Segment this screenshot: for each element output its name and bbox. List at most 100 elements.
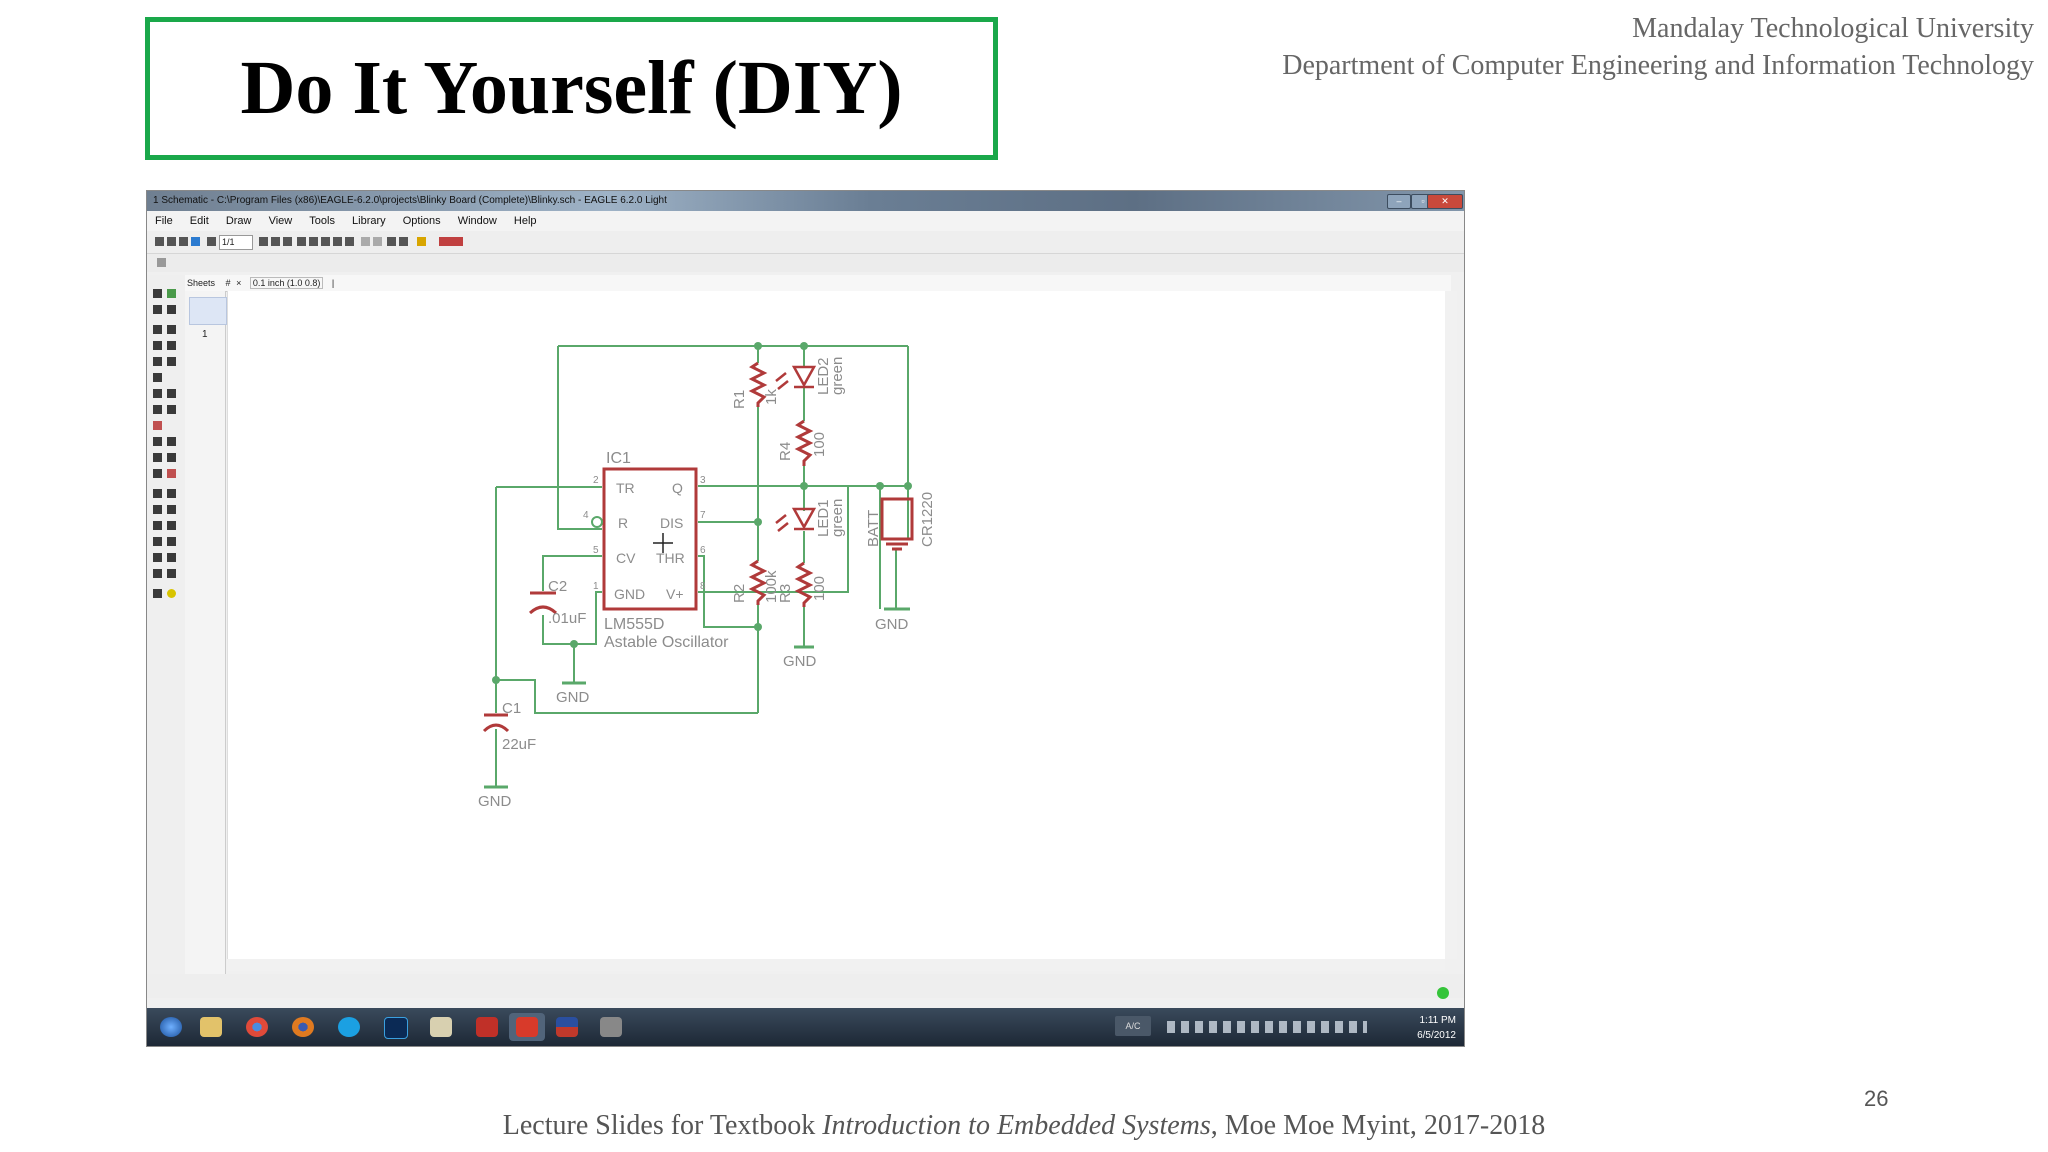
menu-view[interactable]: View bbox=[268, 215, 293, 227]
erc-icon[interactable] bbox=[153, 589, 162, 598]
taskbar-chrome[interactable] bbox=[239, 1013, 275, 1041]
parameter-toolbar bbox=[147, 254, 1464, 272]
circle-icon[interactable] bbox=[153, 505, 162, 514]
horizontal-scrollbar[interactable] bbox=[227, 959, 1445, 971]
text-icon[interactable] bbox=[167, 489, 176, 498]
taskbar-skype[interactable] bbox=[331, 1013, 367, 1041]
undo-icon[interactable] bbox=[361, 237, 370, 246]
ic1-name: IC1 bbox=[606, 450, 631, 467]
info-icon[interactable] bbox=[153, 289, 162, 298]
pin-q-label: Q bbox=[672, 480, 683, 496]
stop-icon[interactable] bbox=[387, 237, 396, 246]
print-icon[interactable] bbox=[179, 237, 188, 246]
sheets-pin-icon[interactable]: # bbox=[225, 278, 231, 288]
junction bbox=[754, 623, 762, 631]
taskbar-photoshop[interactable] bbox=[377, 1013, 413, 1041]
menu-tools[interactable]: Tools bbox=[309, 215, 335, 227]
miter-icon[interactable] bbox=[167, 453, 176, 462]
menu-help[interactable]: Help bbox=[513, 215, 537, 227]
menu-window[interactable]: Window bbox=[457, 215, 497, 227]
menu-edit[interactable]: Edit bbox=[189, 215, 209, 227]
layer-icon[interactable] bbox=[157, 258, 166, 267]
status-indicator-icon bbox=[1437, 987, 1449, 999]
taskbar-clock[interactable]: 1:11 PM 6/5/2012 bbox=[1417, 1013, 1456, 1043]
show-icon[interactable] bbox=[167, 289, 176, 298]
zoom-select-icon[interactable] bbox=[345, 237, 354, 246]
bus-icon[interactable] bbox=[153, 537, 162, 546]
rect-icon[interactable] bbox=[153, 521, 162, 530]
script-icon[interactable] bbox=[271, 237, 280, 246]
taskbar-eagle[interactable] bbox=[509, 1013, 545, 1041]
net-icon[interactable] bbox=[167, 537, 176, 546]
attribute-icon[interactable] bbox=[153, 569, 162, 578]
change-icon[interactable] bbox=[167, 357, 176, 366]
save-icon[interactable] bbox=[167, 237, 176, 246]
replace-icon[interactable] bbox=[167, 405, 176, 414]
command-line[interactable]: | bbox=[331, 278, 335, 288]
board-icon[interactable] bbox=[207, 237, 216, 246]
zoom-select[interactable]: 1/1 bbox=[219, 235, 253, 250]
help-icon[interactable] bbox=[417, 237, 426, 246]
dimension-icon[interactable] bbox=[167, 569, 176, 578]
zoom-fit-icon[interactable] bbox=[297, 237, 306, 246]
run-icon[interactable] bbox=[283, 237, 292, 246]
taskbar-app-flag[interactable] bbox=[549, 1013, 585, 1041]
vertical-scrollbar[interactable] bbox=[1445, 291, 1457, 959]
name-icon[interactable] bbox=[153, 437, 162, 446]
menu-library[interactable]: Library bbox=[352, 215, 386, 227]
sheets-close-icon[interactable]: × bbox=[236, 278, 242, 288]
cam-icon[interactable] bbox=[191, 237, 200, 246]
paste-icon[interactable] bbox=[153, 373, 162, 382]
gateswap-icon[interactable] bbox=[153, 421, 162, 430]
minimize-button[interactable]: – bbox=[1387, 194, 1411, 209]
polygon-icon[interactable] bbox=[167, 521, 176, 530]
group-icon[interactable] bbox=[153, 357, 162, 366]
window-titlebar[interactable]: 1 Schematic - C:\Program Files (x86)\EAG… bbox=[147, 191, 1464, 211]
arc-icon[interactable] bbox=[167, 505, 176, 514]
taskbar-firefox[interactable] bbox=[285, 1013, 321, 1041]
sheet-thumbnail[interactable] bbox=[189, 297, 227, 325]
display-icon[interactable] bbox=[153, 305, 162, 314]
go-icon[interactable] bbox=[399, 237, 408, 246]
smash-icon[interactable] bbox=[153, 453, 162, 462]
add-icon[interactable] bbox=[167, 389, 176, 398]
gnd-label-c1: GND bbox=[478, 793, 512, 810]
errors-icon[interactable] bbox=[167, 589, 176, 598]
taskbar-app-tool[interactable] bbox=[593, 1013, 629, 1041]
rotate-icon[interactable] bbox=[167, 341, 176, 350]
delete-icon[interactable] bbox=[153, 389, 162, 398]
schematic-canvas[interactable]: IC1 TR Q R DIS CV THR GND V+ 2 3 4 7 5 6… bbox=[227, 291, 1446, 959]
close-button[interactable]: ✕ bbox=[1427, 194, 1463, 209]
mark-icon[interactable] bbox=[167, 305, 176, 314]
wire-ic-gnd bbox=[574, 591, 602, 645]
taskbar-filezilla[interactable] bbox=[469, 1013, 505, 1041]
pinswap-icon[interactable] bbox=[153, 405, 162, 414]
junction-icon[interactable] bbox=[153, 553, 162, 562]
zoom-out-icon[interactable] bbox=[321, 237, 330, 246]
move-icon[interactable] bbox=[153, 325, 162, 334]
taskbar-folder[interactable] bbox=[423, 1013, 459, 1041]
split-icon[interactable] bbox=[153, 469, 162, 478]
taskbar-explorer[interactable] bbox=[193, 1013, 229, 1041]
pin-thr-label: THR bbox=[656, 550, 685, 566]
value-icon[interactable] bbox=[167, 437, 176, 446]
menu-options[interactable]: Options bbox=[402, 215, 441, 227]
menu-file[interactable]: File bbox=[155, 215, 173, 227]
ac-indicator[interactable]: A/C bbox=[1115, 1016, 1151, 1036]
wire-reset bbox=[557, 346, 602, 530]
redo-icon[interactable] bbox=[373, 237, 382, 246]
zoom-redraw-icon[interactable] bbox=[333, 237, 342, 246]
menu-draw[interactable]: Draw bbox=[225, 215, 252, 227]
open-icon[interactable] bbox=[155, 237, 164, 246]
c1-plate-bottom bbox=[482, 723, 510, 733]
wire-icon[interactable] bbox=[153, 489, 162, 498]
label-icon[interactable] bbox=[167, 553, 176, 562]
start-button[interactable] bbox=[153, 1013, 189, 1041]
mirror-icon[interactable] bbox=[153, 341, 162, 350]
tray-icons[interactable] bbox=[1167, 1021, 1367, 1033]
invoke-icon[interactable] bbox=[167, 469, 176, 478]
use-icon[interactable] bbox=[259, 237, 268, 246]
design-link-icon[interactable] bbox=[439, 237, 463, 246]
copy-icon[interactable] bbox=[167, 325, 176, 334]
zoom-in-icon[interactable] bbox=[309, 237, 318, 246]
